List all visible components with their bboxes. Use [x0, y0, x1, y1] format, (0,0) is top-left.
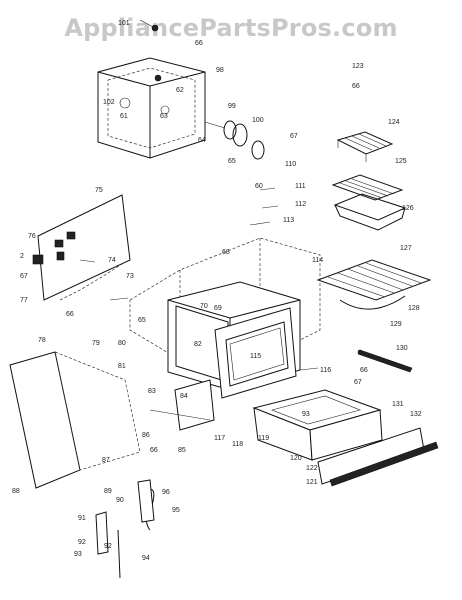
callout-number: 83: [148, 388, 156, 395]
callout-number: 123: [352, 63, 364, 70]
callout-number: 93: [74, 551, 82, 558]
callout-number: 2: [20, 253, 24, 260]
callout-number: 132: [410, 411, 422, 418]
callout-number: 101: [118, 20, 130, 27]
callout-number: 64: [198, 137, 206, 144]
callout-number: 100: [252, 117, 264, 124]
oven-door-window: [214, 307, 297, 399]
drawer-rail: [357, 349, 413, 373]
callout-number: 77: [20, 297, 28, 304]
side-panel: [9, 351, 141, 489]
callout-number: 82: [194, 341, 202, 348]
callout-number: 66: [352, 83, 360, 90]
callout-number: 118: [232, 441, 243, 448]
callout-number: 91: [78, 515, 86, 522]
callout-number: 78: [38, 337, 46, 344]
callout-number: 95: [172, 507, 180, 514]
callout-number: 76: [28, 233, 36, 240]
leader-lines: [79, 187, 319, 371]
callout-number: 89: [104, 488, 112, 495]
callout-number: 110: [285, 161, 296, 168]
callout-number: 121: [306, 479, 318, 486]
callout-number: 66: [195, 40, 203, 47]
callout-number: 124: [388, 119, 400, 126]
rear-panel: [32, 194, 131, 301]
oven-rack: [316, 259, 432, 310]
callout-number: 99: [228, 103, 236, 110]
fan-assembly: [204, 120, 265, 160]
callout-number: 111: [295, 183, 306, 190]
callout-number: 67: [354, 379, 362, 386]
callout-number: 84: [180, 393, 188, 400]
callout-number: 113: [283, 217, 294, 224]
callout-number: 125: [395, 158, 407, 165]
callout-number: 119: [258, 435, 269, 442]
callout-number: 70: [200, 303, 208, 310]
callout-labels: 101 66 98 102 61 62 63 99 100 64 65 67 123 66 124 125 12…: [12, 20, 422, 562]
broiler-grid-and-pan: [331, 174, 407, 231]
callout-number: 62: [176, 87, 184, 94]
callout-number: 65: [228, 158, 236, 165]
callout-number: 96: [162, 489, 170, 496]
callout-number: 117: [214, 435, 225, 442]
callout-number: 67: [290, 133, 298, 140]
callout-number: 65: [138, 317, 146, 324]
callout-number: 61: [120, 113, 128, 120]
callout-number: 115: [250, 353, 261, 360]
callout-number: 131: [392, 401, 404, 408]
callout-number: 112: [295, 201, 306, 208]
callout-number: 120: [290, 455, 302, 462]
callout-number: 87: [102, 457, 110, 464]
callout-number: 93: [302, 411, 310, 418]
callout-number: 60: [255, 183, 263, 190]
kick-panel: [317, 427, 439, 487]
callout-number: 74: [108, 257, 116, 264]
callout-number: 92: [104, 543, 112, 550]
callout-number: 81: [118, 363, 126, 370]
callout-number: 66: [66, 311, 74, 318]
callout-number: 88: [12, 488, 20, 495]
callout-number: 114: [312, 257, 323, 264]
hinge-parts: [95, 379, 215, 579]
callout-number: 68: [222, 249, 230, 256]
top-cabinet-box: [97, 19, 206, 159]
callout-number: 116: [320, 367, 331, 374]
callout-number: 92: [78, 539, 86, 546]
callout-number: 85: [178, 447, 186, 454]
callout-number: 130: [396, 345, 408, 352]
callout-number: 73: [126, 273, 134, 280]
callout-number: 69: [214, 305, 222, 312]
callout-number: 90: [116, 497, 124, 504]
callout-number: 80: [118, 340, 126, 347]
watermark: AppliancePartsPros.com: [64, 14, 398, 42]
callout-number: 126: [402, 205, 414, 212]
callout-number: 79: [92, 340, 100, 347]
callout-number: 86: [142, 432, 150, 439]
callout-number: 127: [400, 245, 412, 252]
callout-number: 66: [150, 447, 158, 454]
callout-number: 98: [216, 67, 224, 74]
callout-number: 63: [160, 113, 168, 120]
callout-number: 122: [306, 465, 318, 472]
callout-number: 94: [142, 555, 150, 562]
broil-rack: [336, 131, 394, 162]
callout-number: 128: [408, 305, 420, 312]
callout-number: 67: [20, 273, 28, 280]
callout-number: 102: [103, 99, 115, 106]
callout-number: 66: [360, 367, 368, 374]
callout-number: 75: [95, 187, 103, 194]
callout-number: 129: [390, 321, 402, 328]
storage-drawer: [252, 389, 383, 461]
